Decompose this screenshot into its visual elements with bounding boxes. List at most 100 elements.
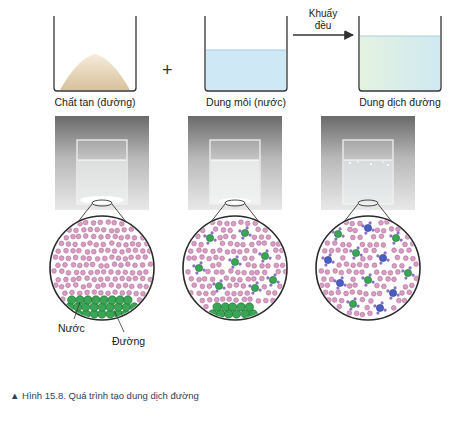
hydration-dot (389, 234, 392, 237)
water (78, 160, 126, 203)
dissolved-sugar (376, 304, 383, 311)
water-molecule (332, 298, 337, 303)
hydration-dot (251, 292, 254, 295)
beaker-label: Chất tan (đường) (49, 96, 141, 108)
hydration-dot (344, 284, 347, 287)
water-molecule (71, 277, 76, 282)
water-molecule (278, 284, 283, 289)
water-molecule (249, 256, 254, 261)
water-molecule (87, 256, 92, 261)
hydration-dot (357, 246, 360, 249)
water-molecule (350, 290, 355, 295)
water-molecule (213, 227, 218, 232)
water-molecule (95, 270, 100, 275)
water-molecule (211, 291, 216, 296)
beaker-drawing (203, 16, 289, 92)
water-molecule (241, 242, 246, 247)
hydration-dot (203, 234, 206, 237)
hydration-dot (256, 281, 259, 284)
dissolved-sugar (206, 234, 213, 241)
water-molecule (207, 297, 212, 302)
water-molecule (223, 234, 228, 239)
hydration-dot (212, 282, 215, 285)
hydration-dot (412, 274, 415, 277)
water-molecule (259, 235, 264, 240)
water-molecule (280, 263, 285, 268)
hydration-dot (241, 237, 244, 240)
water-molecule (372, 248, 377, 253)
water-molecule (381, 243, 386, 248)
water-molecule (112, 249, 117, 254)
water-molecule (206, 269, 211, 274)
water-molecule (234, 298, 239, 303)
beaker-label: Dung dịch đường (354, 96, 446, 108)
water-molecule (83, 220, 88, 225)
sugar-molecule (116, 296, 124, 304)
water-molecule (98, 277, 103, 282)
hydration-dot (349, 249, 352, 252)
water-molecule (59, 269, 64, 274)
water-molecule (374, 242, 379, 247)
water-molecule (262, 241, 267, 246)
hydration-dot (361, 276, 364, 279)
sugar-molecule (100, 296, 108, 304)
magnified-view (50, 216, 154, 320)
sugar-pile (60, 54, 130, 90)
water-molecule (52, 269, 57, 274)
water-molecule (115, 228, 120, 233)
water-molecule (120, 291, 125, 296)
water-molecule (266, 235, 271, 240)
water-molecule (244, 248, 249, 253)
water-molecule (77, 276, 82, 281)
water-molecule (196, 234, 201, 239)
sugar-molecule (84, 296, 92, 304)
water-molecule (350, 221, 355, 226)
dissolved-sugar (269, 276, 276, 283)
water-molecule (225, 291, 230, 296)
hydration-dot (324, 264, 327, 267)
sugar-molecule (108, 296, 116, 304)
water-molecule (144, 284, 149, 289)
water-molecule (133, 276, 138, 281)
water-molecule (340, 242, 345, 247)
water-molecule (85, 250, 90, 255)
dissolved-sugar (251, 284, 258, 291)
water-molecule (220, 256, 225, 261)
hydration-dot (332, 261, 335, 264)
water-molecule (353, 283, 358, 288)
water-molecule (238, 278, 243, 283)
water-molecule (133, 248, 138, 253)
hydration-dot (223, 287, 226, 290)
water-molecule (59, 241, 64, 246)
water-molecule (101, 269, 106, 274)
beaker-outline (54, 16, 136, 91)
cloudy-water (211, 160, 259, 203)
hydration-dot (277, 281, 280, 284)
water-molecule (197, 291, 202, 296)
sugar-molecule (228, 303, 236, 311)
hydration-dot (266, 276, 269, 279)
water-molecule (396, 270, 401, 275)
water-molecule (229, 269, 234, 274)
water-molecule (227, 283, 232, 288)
water-molecule (329, 291, 334, 296)
hydration-dot (239, 263, 242, 266)
dissolved-sugar (215, 282, 222, 289)
water-molecule (218, 235, 223, 240)
water-molecule (242, 256, 247, 261)
water-molecule (130, 270, 135, 275)
water-molecule (339, 298, 344, 303)
water-molecule (337, 304, 342, 309)
dissolved-sugar (404, 269, 411, 276)
water-molecule (392, 248, 397, 253)
water-molecule (102, 256, 107, 261)
water-molecule (136, 242, 141, 247)
water-molecule (112, 220, 117, 225)
water-molecule (322, 277, 327, 282)
water-molecule (59, 256, 64, 261)
dissolved-sugar (231, 258, 238, 265)
water-molecule (231, 249, 236, 254)
water-molecule (64, 235, 69, 240)
water-molecule (211, 249, 216, 254)
water-molecule (220, 297, 225, 302)
